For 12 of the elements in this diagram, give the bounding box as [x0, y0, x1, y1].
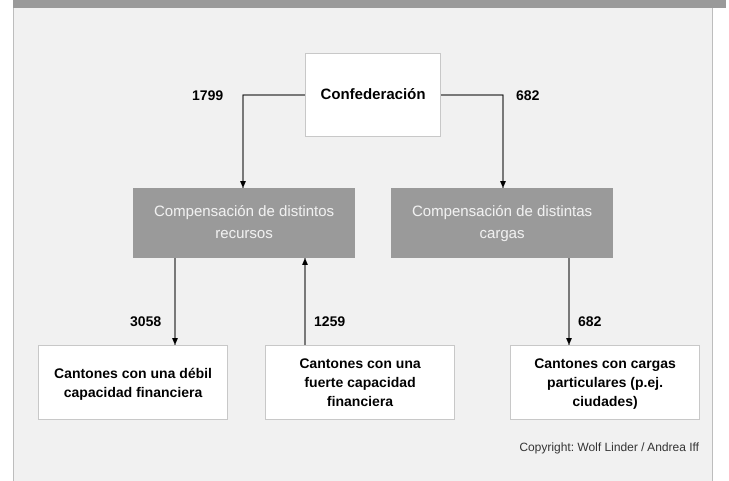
copyright-note: Copyright: Wolf Linder / Andrea Iff — [519, 439, 699, 456]
arrow — [172, 258, 178, 346]
process-box: Compensación de distintas cargas — [391, 188, 613, 258]
entity-box: Cantones con una fuerte capacidad financiera — [265, 345, 455, 420]
entity-box: Cantones con cargas particulares (p.ej. ciudades) — [510, 345, 700, 420]
arrow — [240, 94, 306, 188]
process-box: Compensación de distintos recursos — [133, 188, 355, 258]
arrow — [302, 258, 308, 346]
entity-box: Confederación — [305, 53, 441, 137]
entity-box: Cantones con una débil capacidad financiera — [38, 345, 228, 420]
arrow — [440, 94, 506, 188]
arrow — [566, 258, 572, 346]
